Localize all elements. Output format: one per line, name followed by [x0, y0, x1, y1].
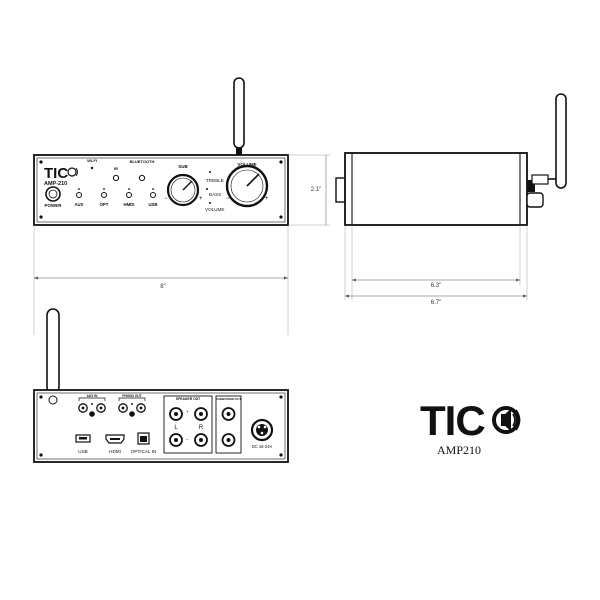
rear-antenna — [46, 308, 60, 394]
front-view: TIC AMP-210 POWER WI-FI IR BLUETOOTH AUX… — [33, 77, 289, 226]
front-antenna — [233, 77, 245, 156]
treble-label: TREBLE — [206, 178, 224, 183]
subwoofer-out-label: SUBWOOFER OUT — [216, 397, 241, 401]
input-label-aux: AUX — [74, 202, 83, 207]
front-logo-speaker-icon — [67, 167, 78, 177]
sub-knob[interactable] — [166, 173, 200, 207]
phono-out-jacks[interactable] — [118, 403, 146, 417]
brand-model: AMP210 — [437, 443, 481, 457]
svg-text:+: + — [199, 196, 203, 202]
volume-label: VOLUME — [237, 162, 256, 167]
usb-label: USB — [78, 449, 87, 454]
speaker-left-label: L — [174, 425, 178, 431]
dc-power-jack[interactable] — [250, 418, 274, 442]
brand-logo: TIC — [420, 397, 485, 444]
volume-knob[interactable] — [225, 164, 269, 208]
phono-out-label: PHONO OUT — [122, 394, 141, 398]
input-label-opt: OPT — [100, 202, 109, 207]
svg-text:−: − — [226, 196, 230, 202]
side-antenna — [548, 93, 567, 189]
brand-block: TIC AMP210 — [420, 397, 521, 457]
ir-sensor — [112, 174, 120, 182]
power-button[interactable] — [45, 186, 61, 202]
input-label-usb: USB — [148, 202, 157, 207]
input-button-hdmi[interactable] — [126, 192, 132, 198]
optical-label: OPTICAL IN — [131, 449, 156, 454]
speaker-right-label: R — [199, 425, 204, 431]
input-button-aux[interactable] — [76, 192, 82, 198]
aux-in-label: AUX IN — [87, 394, 99, 398]
speaker-icon — [492, 406, 521, 434]
front-model: AMP-210 — [44, 181, 67, 187]
side-chassis — [344, 152, 528, 226]
svg-text:−: − — [186, 437, 189, 442]
side-view: 6.3" 6.7" — [335, 93, 567, 306]
svg-text:+: + — [186, 409, 189, 414]
rear-view: AUX IN PHONO OUT SPEAKER OUT + − L — [33, 308, 289, 463]
front-logo: TIC — [44, 165, 68, 182]
speaker-out-terminals[interactable] — [169, 407, 208, 447]
input-button-opt[interactable] — [101, 192, 107, 198]
sub-label: SUB — [178, 164, 188, 169]
bluetooth-button[interactable] — [138, 174, 146, 182]
ir-label: IR — [114, 166, 118, 171]
aux-in-jacks[interactable] — [78, 403, 106, 417]
depth-body-dimension: 6.3" — [431, 283, 441, 289]
width-dimension: 8" — [160, 284, 165, 290]
rear-chassis — [33, 389, 289, 463]
input-button-usb[interactable] — [150, 192, 156, 198]
volume-small-label: VOLUME — [205, 207, 224, 212]
wifi-indicator — [90, 166, 94, 170]
input-label-hdmi: HMDI — [124, 202, 135, 207]
front-dimensions: 8" 2.1" — [33, 154, 330, 335]
svg-text:−: − — [164, 196, 168, 202]
dc-label: DC 16-24V — [252, 444, 273, 449]
hdmi-label: HDMI — [109, 449, 121, 454]
wifi-label: WI-FI — [87, 158, 97, 163]
input-buttons: AUX OPT HMDI USB — [74, 188, 158, 207]
subwoofer-out-jacks[interactable] — [221, 407, 236, 447]
height-dimension: 2.1" — [311, 187, 321, 193]
depth-total-dimension: 6.7" — [431, 300, 441, 306]
bass-label: BASS — [209, 192, 221, 197]
bluetooth-label: BLUETOOTH — [130, 159, 155, 164]
power-label: POWER — [44, 203, 62, 208]
speaker-out-label: SPEAKER OUT — [176, 397, 201, 401]
svg-text:+: + — [265, 196, 269, 202]
